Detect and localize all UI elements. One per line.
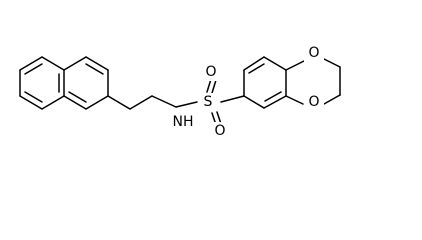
bond — [285, 95, 304, 105]
bond-double-inner — [24, 91, 43, 103]
bond — [63, 95, 87, 110]
bond — [19, 56, 43, 71]
atom-label-oxygen-sulfonyl-bottom: O — [214, 123, 225, 139]
bond-double-inner — [248, 63, 265, 74]
bond — [243, 56, 265, 71]
bond-double-inner — [264, 91, 282, 102]
bond — [323, 94, 341, 105]
bond — [85, 56, 109, 71]
bond — [63, 56, 87, 71]
bond — [243, 95, 265, 109]
bond — [285, 60, 305, 71]
bond — [85, 95, 109, 110]
atom-label-oxygen-upper: O — [308, 45, 319, 61]
bond — [129, 95, 153, 110]
atom-label-oxygen-sulfonyl-top: O — [205, 64, 216, 80]
bond — [263, 56, 287, 71]
bond-double — [211, 79, 217, 94]
bond — [175, 101, 198, 108]
bond — [107, 95, 131, 110]
bond-double-inner — [85, 63, 104, 75]
chemical-structure-diagram: O O S O O NH — [19, 44, 341, 140]
bond — [41, 95, 65, 110]
atom-labels: O O S O O NH — [166, 44, 324, 140]
bond — [220, 95, 245, 103]
bond-double-inner — [24, 63, 43, 75]
atom-label-nh: NH — [173, 114, 194, 130]
bond — [151, 95, 177, 108]
bond-double-inner — [68, 91, 87, 103]
bond — [321, 57, 341, 68]
bond-double — [206, 78, 212, 93]
atom-label-oxygen-lower: O — [308, 94, 319, 110]
bond — [263, 95, 287, 109]
bond — [19, 95, 43, 110]
bond — [41, 56, 65, 71]
atom-label-sulfur: S — [204, 94, 213, 110]
